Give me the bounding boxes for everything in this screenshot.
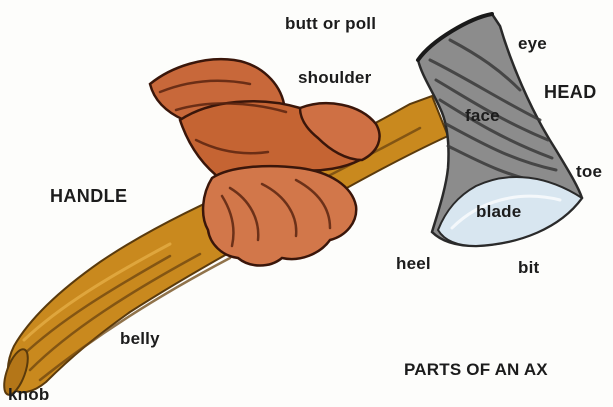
label-knob: knob xyxy=(8,385,49,405)
label-bit: bit xyxy=(518,258,539,278)
label-handle: HANDLE xyxy=(50,186,127,206)
label-face: face xyxy=(465,106,500,126)
label-blade: blade xyxy=(476,202,521,222)
hand-fingers xyxy=(203,166,356,265)
diagram-caption: PARTS OF AN AX xyxy=(404,360,548,380)
label-belly: belly xyxy=(120,329,160,349)
label-eye: eye xyxy=(518,34,547,54)
label-head: HEAD xyxy=(544,82,597,102)
label-heel: heel xyxy=(396,254,431,274)
label-toe: toe xyxy=(576,162,602,182)
label-shoulder: shoulder xyxy=(298,68,371,88)
label-butt-or-poll: butt or poll xyxy=(285,14,376,34)
